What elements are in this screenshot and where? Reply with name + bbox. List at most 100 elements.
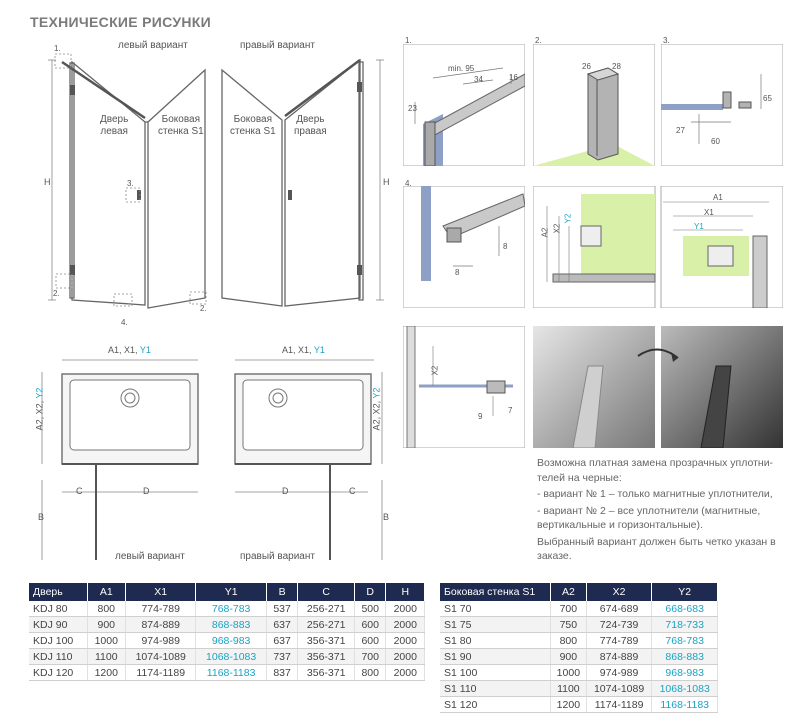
d5-y2: Y2	[563, 213, 573, 224]
table-cell: 1068-1083	[651, 680, 718, 697]
marker-2-left: 2.	[53, 289, 60, 298]
column-header: Y1	[195, 583, 267, 601]
d6-9: 9	[478, 412, 483, 421]
table-cell: 356-371	[297, 664, 355, 681]
marker-3: 3.	[127, 179, 134, 188]
table-cell: 900	[550, 648, 587, 665]
plan-right-variant: правый вариант	[240, 551, 315, 562]
plan-c-left: C	[76, 486, 83, 496]
table-cell: 700	[354, 648, 387, 665]
table-cell: KDJ 120	[29, 664, 88, 681]
table-cell: 1168-1183	[651, 696, 718, 713]
d5-y1: Y1	[694, 222, 704, 231]
table-cell: 837	[266, 664, 299, 681]
table-cell: 750	[550, 616, 587, 633]
table-cell: 1174-1189	[125, 664, 197, 681]
table-cell: 737	[266, 648, 299, 665]
table-cell: 700	[550, 601, 587, 617]
elev-left-variant: левый вариант	[118, 40, 188, 51]
column-header: X1	[125, 583, 197, 601]
d3-60: 60	[711, 137, 720, 146]
seal-note: Возможна платная замена прозрачных уплот…	[537, 457, 776, 562]
table-cell: 800	[87, 601, 127, 617]
d1-16: 16	[509, 73, 518, 82]
table-cell: 774-789	[125, 601, 197, 617]
column-header: H	[385, 583, 425, 601]
d1-34: 34	[474, 75, 483, 84]
seal-photos	[533, 326, 783, 448]
table-cell: 1074-1089	[586, 680, 653, 697]
d6-x2: X2	[430, 365, 440, 376]
table-cell: 724-739	[586, 616, 653, 633]
table-cell: 1174-1189	[586, 696, 653, 713]
table-cell: S1 75	[440, 616, 551, 633]
detail-4	[403, 186, 525, 308]
marker-1: 1.	[54, 44, 61, 53]
table-cell: 774-789	[586, 632, 653, 649]
table-cell: 874-889	[586, 648, 653, 665]
detail-1	[403, 44, 525, 166]
d5-x2: X2	[552, 223, 562, 234]
table-cell: KDJ 110	[29, 648, 88, 665]
table-cell: 356-371	[297, 648, 355, 665]
table-cell: 256-271	[297, 616, 355, 633]
d3-num: 3.	[663, 36, 670, 45]
plan-d-left: D	[143, 486, 150, 496]
table-cell: 637	[266, 616, 299, 633]
table-cell: 974-989	[125, 632, 197, 649]
column-header: A2	[550, 583, 587, 601]
table-cell: 1068-1083	[195, 648, 267, 665]
d5-a2: A2	[540, 227, 550, 238]
table-cell: KDJ 90	[29, 616, 88, 633]
table-cell: 800	[550, 632, 587, 649]
plan-b-right: B	[383, 512, 390, 522]
table-cell: 2000	[385, 616, 425, 633]
table-cell: 1000	[550, 664, 587, 681]
detail-6	[403, 326, 525, 448]
d4-8a: 8	[503, 242, 508, 251]
d1-num: 1.	[405, 36, 412, 45]
d1-min: min. 95	[448, 64, 475, 73]
table-cell: 500	[354, 601, 387, 617]
table-cell: 2000	[385, 632, 425, 649]
marker-2-right: 2.	[200, 304, 207, 313]
column-header: X2	[586, 583, 653, 601]
column-header: B	[266, 583, 299, 601]
table-cell: 256-271	[297, 601, 355, 617]
table-cell: 2000	[385, 601, 425, 617]
table-cell: S1 120	[440, 696, 551, 713]
column-header: C	[297, 583, 355, 601]
column-header: Y2	[651, 583, 718, 601]
table-cell: 674-689	[586, 601, 653, 617]
d4-num: 4.	[405, 179, 412, 188]
table-cell: 768-783	[651, 632, 718, 649]
d5-a1: A1	[713, 193, 723, 202]
plan-left-variant: левый вариант	[115, 551, 185, 562]
table-cell: 1100	[550, 680, 587, 697]
plan-left-top: A1, X1, Y1	[108, 345, 151, 355]
table-cell: 2000	[385, 648, 425, 665]
table-cell: 356-371	[297, 632, 355, 649]
d2-num: 2.	[535, 36, 542, 45]
table-cell: 1200	[550, 696, 587, 713]
plan-c-right: C	[349, 486, 356, 496]
plan-right-side: A2, X2, Y2	[371, 387, 382, 431]
table-cell: 874-889	[125, 616, 197, 633]
table-cell: 1200	[87, 664, 127, 681]
elevation-drawing	[48, 53, 384, 309]
page-title: ТЕХНИЧЕСКИЕ РИСУНКИ	[30, 14, 211, 30]
detail-3	[661, 44, 783, 166]
table-cell: 637	[266, 632, 299, 649]
table-cell: 974-989	[586, 664, 653, 681]
d3-65: 65	[763, 94, 772, 103]
table-cell: 537	[266, 601, 299, 617]
d2-26: 26	[582, 62, 591, 71]
